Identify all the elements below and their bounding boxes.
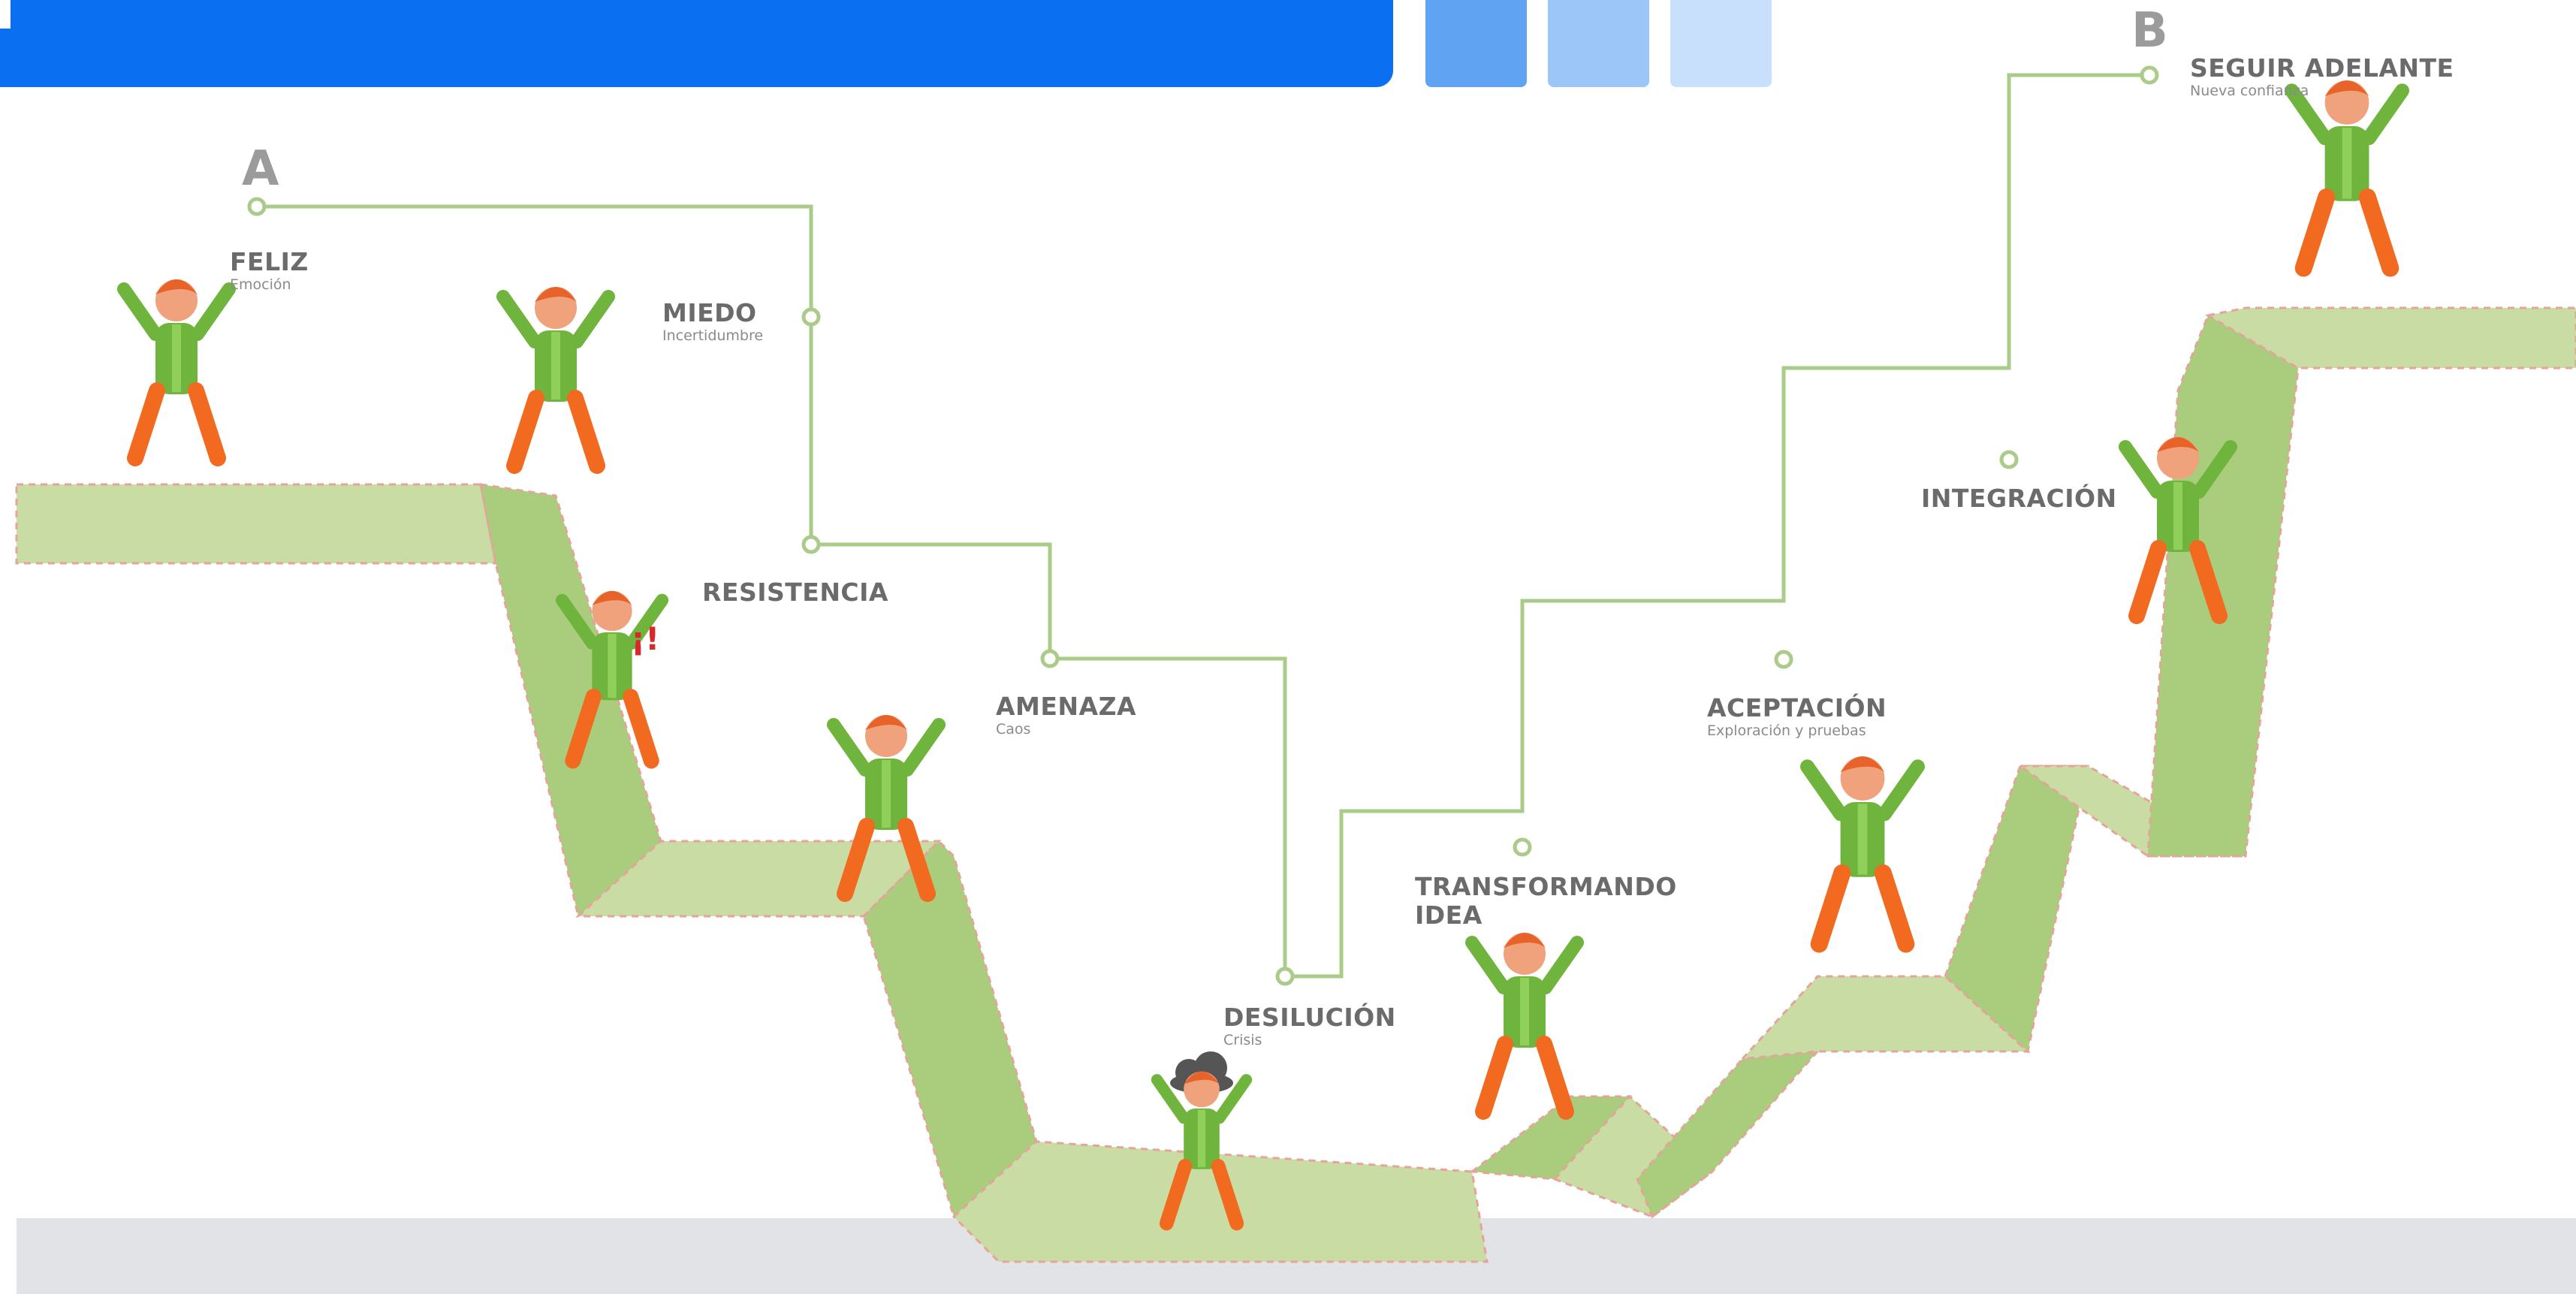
start-marker: A [242, 141, 279, 197]
step-label: TRANSFORMANDO IDEA [1415, 872, 1677, 930]
person-figure [1800, 756, 1925, 953]
person-figure [117, 279, 236, 466]
person-figure [1151, 1071, 1253, 1231]
connector-nodes [247, 65, 2159, 986]
person-figure [555, 590, 669, 769]
node-transformando [1513, 837, 1532, 857]
node-aceptacion [1774, 650, 1793, 669]
person-figure [496, 287, 615, 474]
end-marker: B [2131, 3, 2168, 59]
node-miedo [801, 307, 821, 327]
step-label: INTEGRACIÓN [1921, 484, 2117, 513]
person-figure [827, 715, 946, 902]
progress-connector [257, 73, 2149, 979]
header-tab [0, 0, 11, 29]
header-tab [1425, 0, 1527, 87]
alarm-exclamation: ¡! [631, 620, 660, 657]
person-figure [2285, 80, 2409, 277]
node-amenaza [1040, 649, 1060, 668]
step-label: RESISTENCIA [702, 578, 888, 607]
node-start [247, 197, 267, 216]
header-tab [1548, 0, 1649, 87]
staircase-path [15, 306, 2576, 1263]
node-integracion [1999, 450, 2019, 469]
header-tab [1670, 0, 1772, 87]
header-banner [0, 0, 1393, 87]
person-figure [1465, 933, 1584, 1120]
person-figure [2119, 437, 2237, 624]
node-desilucion [1275, 967, 1295, 986]
node-end [2140, 65, 2159, 85]
node-resistencia [801, 535, 821, 554]
